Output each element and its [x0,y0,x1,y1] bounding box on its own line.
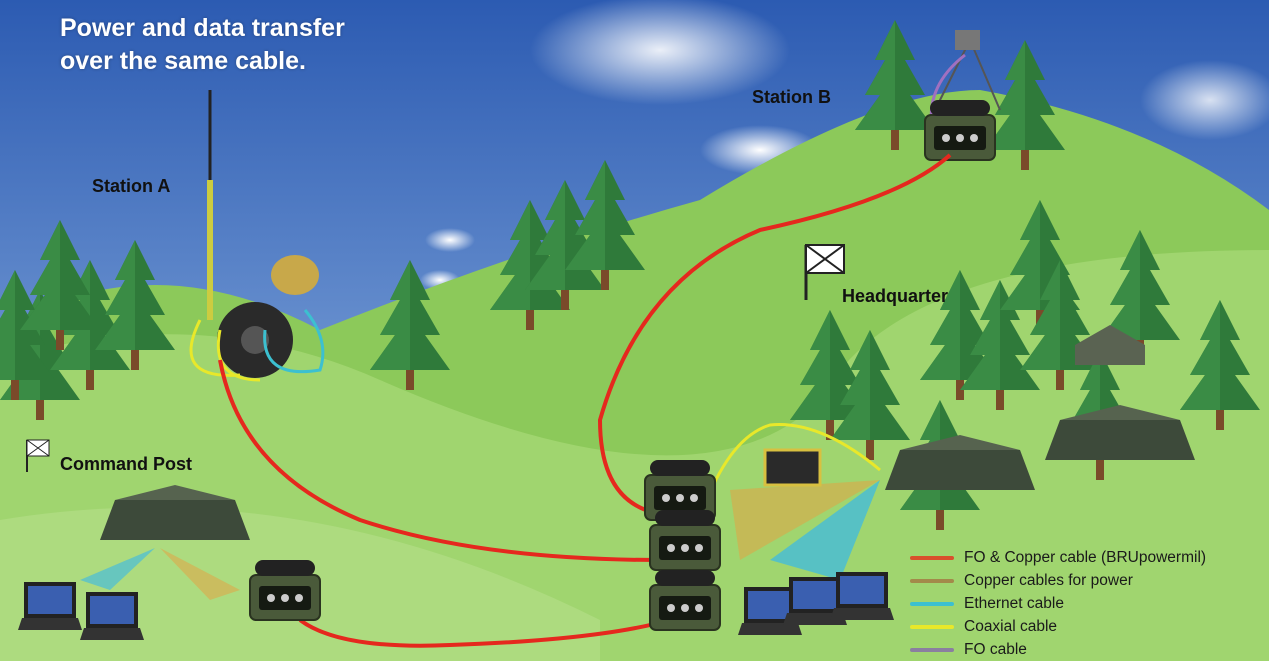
station-b-label: Station B [752,87,831,107]
headquarter-label: Headquarter [842,286,949,306]
command-post-label: Command Post [60,454,193,474]
legend-label: FO cable [964,640,1027,658]
title-line-1: Power and data transfer [60,14,345,42]
legend-label: FO & Copper cable (BRUpowermil) [964,548,1207,566]
legend-label: Ethernet cable [964,594,1064,612]
legend-swatch [910,601,954,606]
legend-label: Copper cables for power [964,571,1133,589]
headquarter-flag-icon [804,244,845,300]
command-post-flag-icon [26,439,50,472]
legend-item: FO & Copper cable (BRUpowermil) [910,546,1206,569]
legend-label: Coaxial cable [964,617,1058,635]
legend-item: Coaxial cable [910,615,1206,638]
legend-item: Ethernet cable [910,592,1206,615]
diagram-title: Power and data transfer over the same ca… [60,12,345,78]
legend-swatch [910,647,954,652]
legend-swatch [910,555,954,560]
legend-item: FO cable [910,638,1206,661]
legend-swatch [910,624,954,629]
cable-legend: FO & Copper cable (BRUpowermil) Copper c… [910,546,1206,661]
legend-swatch [910,578,954,583]
legend-item: Copper cables for power [910,569,1206,592]
title-line-2: over the same cable. [60,47,306,75]
station-a-label: Station A [92,176,171,196]
